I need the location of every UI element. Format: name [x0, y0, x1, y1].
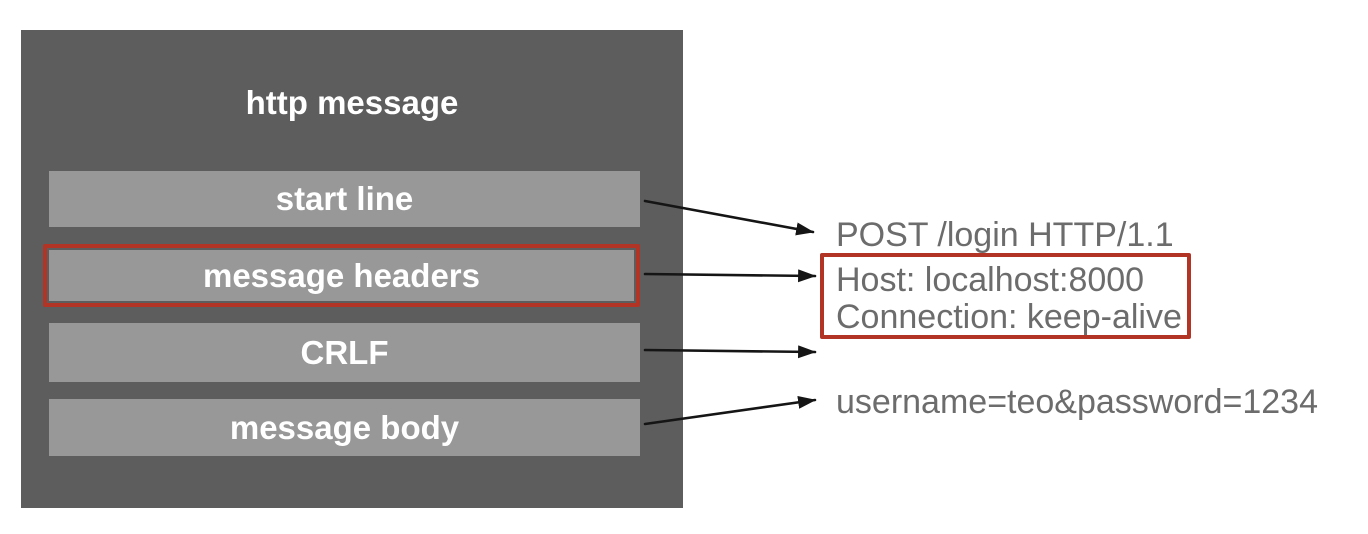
section-bar-start-line: start line	[49, 171, 640, 227]
section-bar-crlf: CRLF	[49, 323, 640, 382]
example-body-text: username=teo&password=1234	[836, 383, 1318, 421]
http-message-box: http message start line message headers …	[21, 30, 683, 508]
example-start-line-text: POST /login HTTP/1.1	[836, 216, 1174, 254]
example-header-connection: Connection: keep-alive	[836, 298, 1182, 336]
example-header-host: Host: localhost:8000	[836, 261, 1145, 299]
section-bar-message-headers: message headers	[49, 250, 634, 301]
section-label-crlf: CRLF	[300, 333, 389, 371]
section-label-message-body: message body	[229, 408, 460, 446]
example-headers-box: Host: localhost:8000 Connection: keep-al…	[820, 253, 1191, 339]
headers-highlight-box: message headers	[43, 244, 640, 307]
section-bar-message-body: message body	[49, 399, 640, 456]
section-label-start-line: start line	[275, 180, 414, 217]
diagram-title: http message	[245, 84, 459, 121]
section-label-message-headers: message headers	[202, 256, 480, 294]
